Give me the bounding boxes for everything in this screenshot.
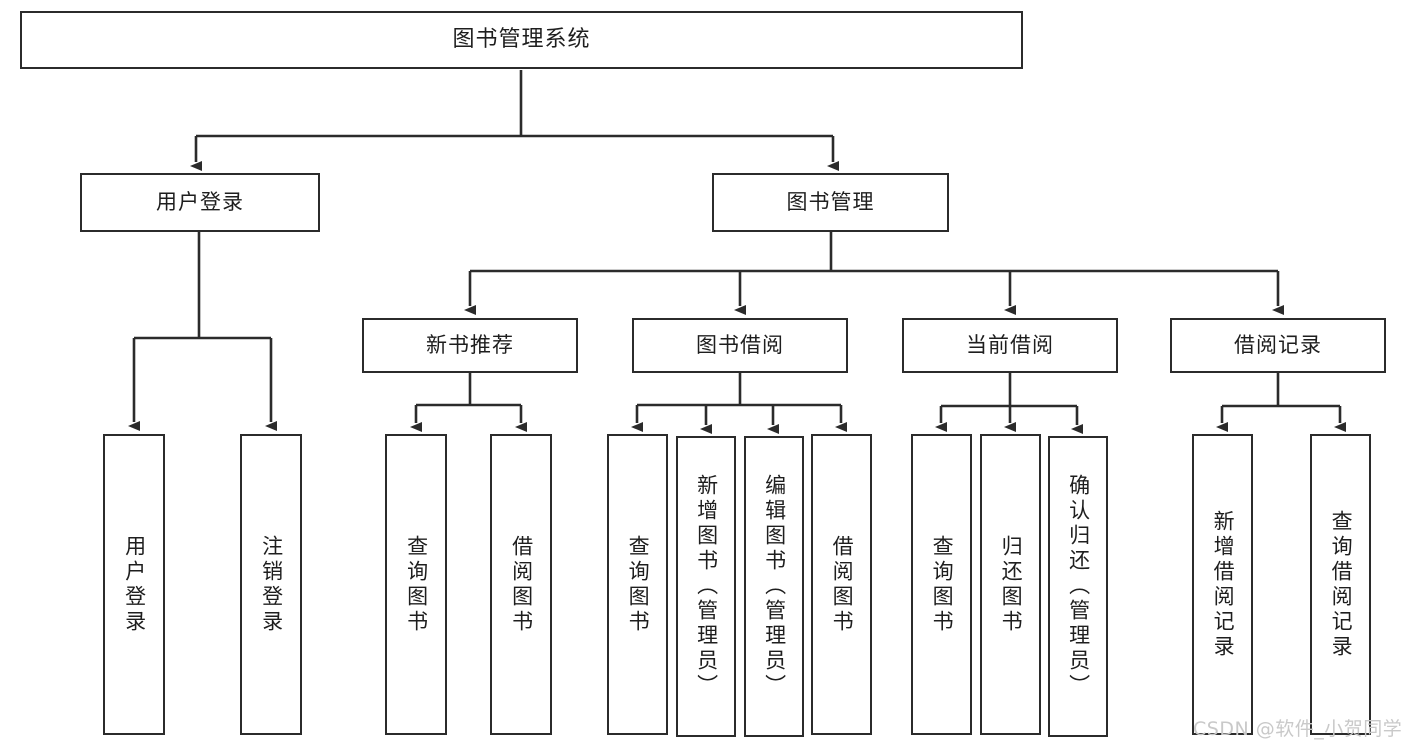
node-label: 图书借阅 <box>696 332 784 357</box>
leaf-book-borrow-query[interactable]: 查询图书 <box>607 434 668 735</box>
leaf-user-login-logout[interactable]: 注销登录 <box>240 434 302 735</box>
node-current-borrow[interactable]: 当前借阅 <box>902 318 1118 373</box>
edge-user-login-to-leaves <box>128 232 277 431</box>
node-label: 查询图书 <box>930 534 955 635</box>
edge-borrow-record-to-leaves <box>1216 373 1346 432</box>
edge-book-manage-to-modules <box>464 232 1284 315</box>
node-label: 当前借阅 <box>966 332 1054 357</box>
node-book-management[interactable]: 图书管理 <box>712 173 949 232</box>
node-new-book-recommend[interactable]: 新书推荐 <box>362 318 578 373</box>
leaf-new-book-query[interactable]: 查询图书 <box>385 434 447 735</box>
node-label: 查询图书 <box>626 534 651 635</box>
edge-new-book-to-leaves <box>410 373 527 432</box>
node-borrow-record[interactable]: 借阅记录 <box>1170 318 1386 373</box>
node-label: 图书管理系统 <box>452 26 591 52</box>
leaf-user-login-login[interactable]: 用户登录 <box>103 434 165 735</box>
leaf-book-borrow-add[interactable]: 新增图书（管理员） <box>676 436 736 737</box>
edge-root-to-level2 <box>190 70 839 171</box>
leaf-current-borrow-return[interactable]: 归还图书 <box>980 434 1041 735</box>
node-label: 用户登录 <box>156 189 244 214</box>
node-label: 归还图书 <box>999 534 1024 635</box>
node-user-login[interactable]: 用户登录 <box>80 173 320 232</box>
edge-current-borrow-to-leaves <box>935 373 1083 434</box>
node-label: 新增借阅记录 <box>1211 509 1236 660</box>
node-label: 借阅图书 <box>830 534 855 635</box>
node-label: 查询图书 <box>404 534 429 635</box>
node-book-borrow[interactable]: 图书借阅 <box>632 318 848 373</box>
node-root-book-management-system[interactable]: 图书管理系统 <box>20 11 1023 69</box>
node-label: 用户登录 <box>122 534 147 635</box>
node-label: 新增图书（管理员） <box>694 474 719 699</box>
leaf-book-borrow-edit[interactable]: 编辑图书（管理员） <box>744 436 804 737</box>
edge-book-borrow-to-leaves <box>631 373 847 434</box>
leaf-book-borrow-borrow[interactable]: 借阅图书 <box>811 434 872 735</box>
leaf-current-borrow-confirm-return[interactable]: 确认归还（管理员） <box>1048 436 1108 737</box>
leaf-new-book-borrow[interactable]: 借阅图书 <box>490 434 552 735</box>
csdn-watermark: CSDN @软件_小贺同学 <box>1193 718 1403 740</box>
leaf-borrow-record-add[interactable]: 新增借阅记录 <box>1192 434 1253 735</box>
node-label: 确认归还（管理员） <box>1066 474 1091 699</box>
node-label: 新书推荐 <box>426 332 514 357</box>
node-label: 编辑图书（管理员） <box>762 474 787 699</box>
node-label: 图书管理 <box>786 189 875 214</box>
node-label: 借阅记录 <box>1234 332 1322 357</box>
node-label: 查询借阅记录 <box>1329 509 1354 660</box>
node-label: 借阅图书 <box>509 534 534 635</box>
node-label: 注销登录 <box>259 534 284 635</box>
leaf-current-borrow-query[interactable]: 查询图书 <box>911 434 972 735</box>
leaf-borrow-record-query[interactable]: 查询借阅记录 <box>1310 434 1371 735</box>
